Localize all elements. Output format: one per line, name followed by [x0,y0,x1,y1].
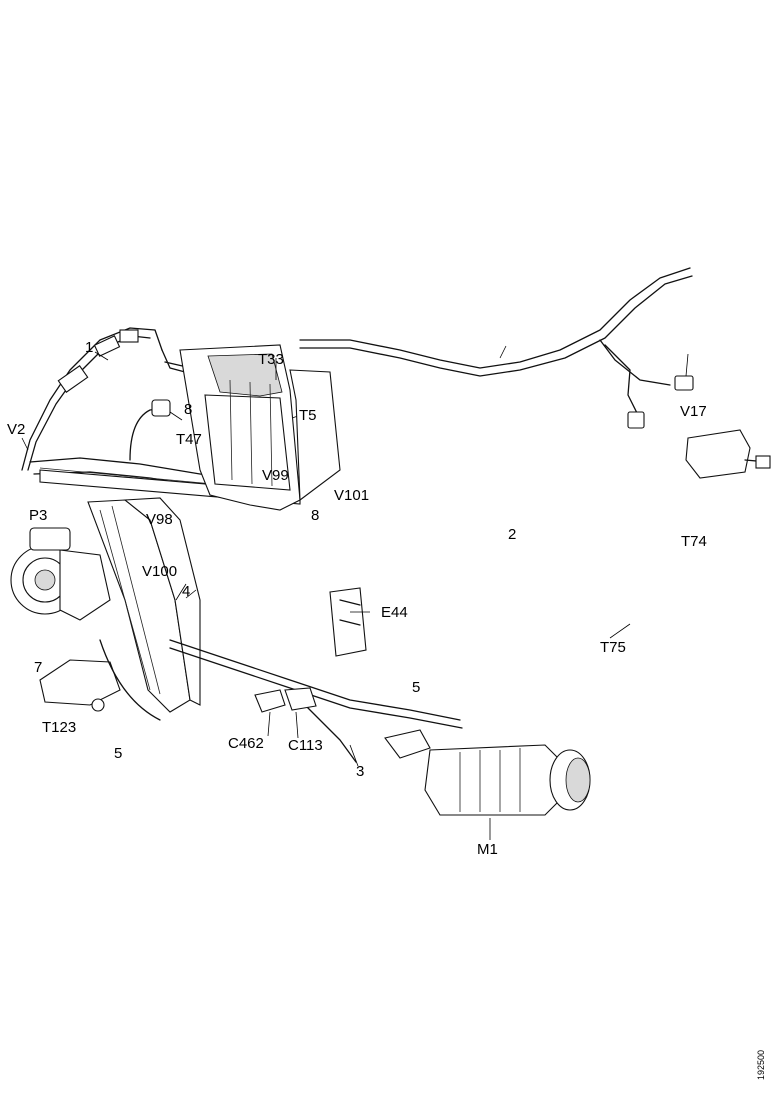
callout-c462: C462 [228,735,264,752]
callout-t75: T75 [600,639,626,656]
callout-v100: V100 [142,563,178,580]
callout-e44: E44 [381,604,408,621]
left-bracket [87,497,201,713]
callout-2: 2 [508,526,517,543]
callout-5-left: 5 [114,745,123,762]
sensor-t47 [129,399,183,461]
callout-3: 3 [356,763,365,780]
callout-8-top: 8 [184,401,193,418]
figure-reference-number: 192500 [756,1049,766,1080]
callout-v99: V99 [262,467,289,484]
component-v17 [685,429,771,479]
callout-5-right: 5 [412,679,421,696]
callout-leaders [21,345,689,767]
callout-t47: T47 [176,431,202,448]
callout-7: 7 [34,659,43,676]
callout-v2: V2 [7,421,26,438]
callout-1: 1 [85,339,94,356]
component-t123 [39,639,161,721]
callout-t123: T123 [42,719,77,736]
callout-p3: P3 [29,507,48,524]
harness-branch-2 [299,267,694,429]
callout-v17: V17 [680,403,707,420]
callout-4: 4 [182,583,191,600]
component-p3 [10,527,111,621]
callout-t74: T74 [681,533,707,550]
callout-t33: T33 [258,351,284,368]
harness-branch-5 [169,639,463,763]
callout-m1: M1 [477,841,498,858]
component-e44 [329,587,367,657]
central-bracket [179,344,341,511]
callout-v98: V98 [146,511,173,528]
harness-branch-1 [21,327,273,471]
callout-v101: V101 [334,487,370,504]
callout-t5: T5 [299,407,317,424]
callout-c113: C113 [288,737,323,754]
component-m1 [384,729,591,840]
callout-8-mid: 8 [311,507,320,524]
